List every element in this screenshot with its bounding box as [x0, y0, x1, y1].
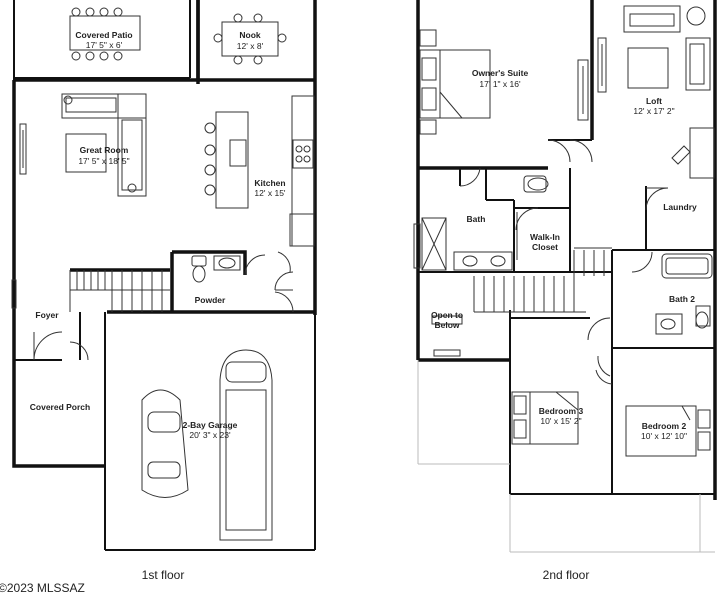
room-label-loft: Loft: [646, 96, 662, 106]
garage-car-right-icon: [219, 349, 273, 541]
room-dims-kitchen: 12' x 15': [254, 188, 286, 198]
room-label-garage: 2-Bay Garage: [183, 420, 238, 430]
room-dims-bedroom-2: 10' x 12' 10": [641, 431, 687, 441]
room-label-bedroom-2: Bedroom 2: [642, 421, 687, 431]
room-label-great-room: Great Room: [80, 145, 129, 155]
room-label-bath: Bath: [467, 214, 486, 224]
room-label-bedroom-3: Bedroom 3: [539, 406, 584, 416]
first-floor-labels: Covered Patio 17' 5" x 6' Nook 12' x 8' …: [30, 30, 286, 582]
room-label-covered-porch: Covered Porch: [30, 402, 90, 412]
room-dims-great-room: 17' 5" x 18' 5": [78, 156, 129, 166]
second-floor-plan: [413, 0, 717, 553]
floor-caption-2nd: 2nd floor: [543, 568, 590, 582]
second-floor-labels: Owner's Suite 17' 1" x 16' Loft 12' x 17…: [431, 68, 697, 582]
garage-car-left-icon: [141, 389, 189, 498]
room-label-kitchen: Kitchen: [254, 178, 285, 188]
room-dims-bedroom-3: 10' x 15' 2": [540, 416, 581, 426]
room-label-covered-patio: Covered Patio: [75, 30, 132, 40]
room-dims-owners-suite: 17' 1" x 16': [479, 79, 521, 89]
copyright-notice: ©2023 MLSSAZ: [0, 581, 85, 593]
room-dims-nook: 12' x 8': [237, 41, 264, 51]
room-label-laundry: Laundry: [663, 202, 697, 212]
room-dims-loft: 12' x 17' 2": [633, 106, 674, 116]
room-label-owners-suite: Owner's Suite: [472, 68, 529, 78]
room-label-nook: Nook: [239, 30, 261, 40]
room-dims-garage: 20' 3" x 23': [189, 430, 231, 440]
floor-caption-1st: 1st floor: [142, 568, 185, 582]
room-label-powder: Powder: [195, 295, 226, 305]
first-floor-plan: [11, 0, 317, 551]
room-label-bath-2: Bath 2: [669, 294, 695, 304]
room-dims-covered-patio: 17' 5" x 6': [86, 40, 123, 50]
room-label-foyer: Foyer: [35, 310, 59, 320]
